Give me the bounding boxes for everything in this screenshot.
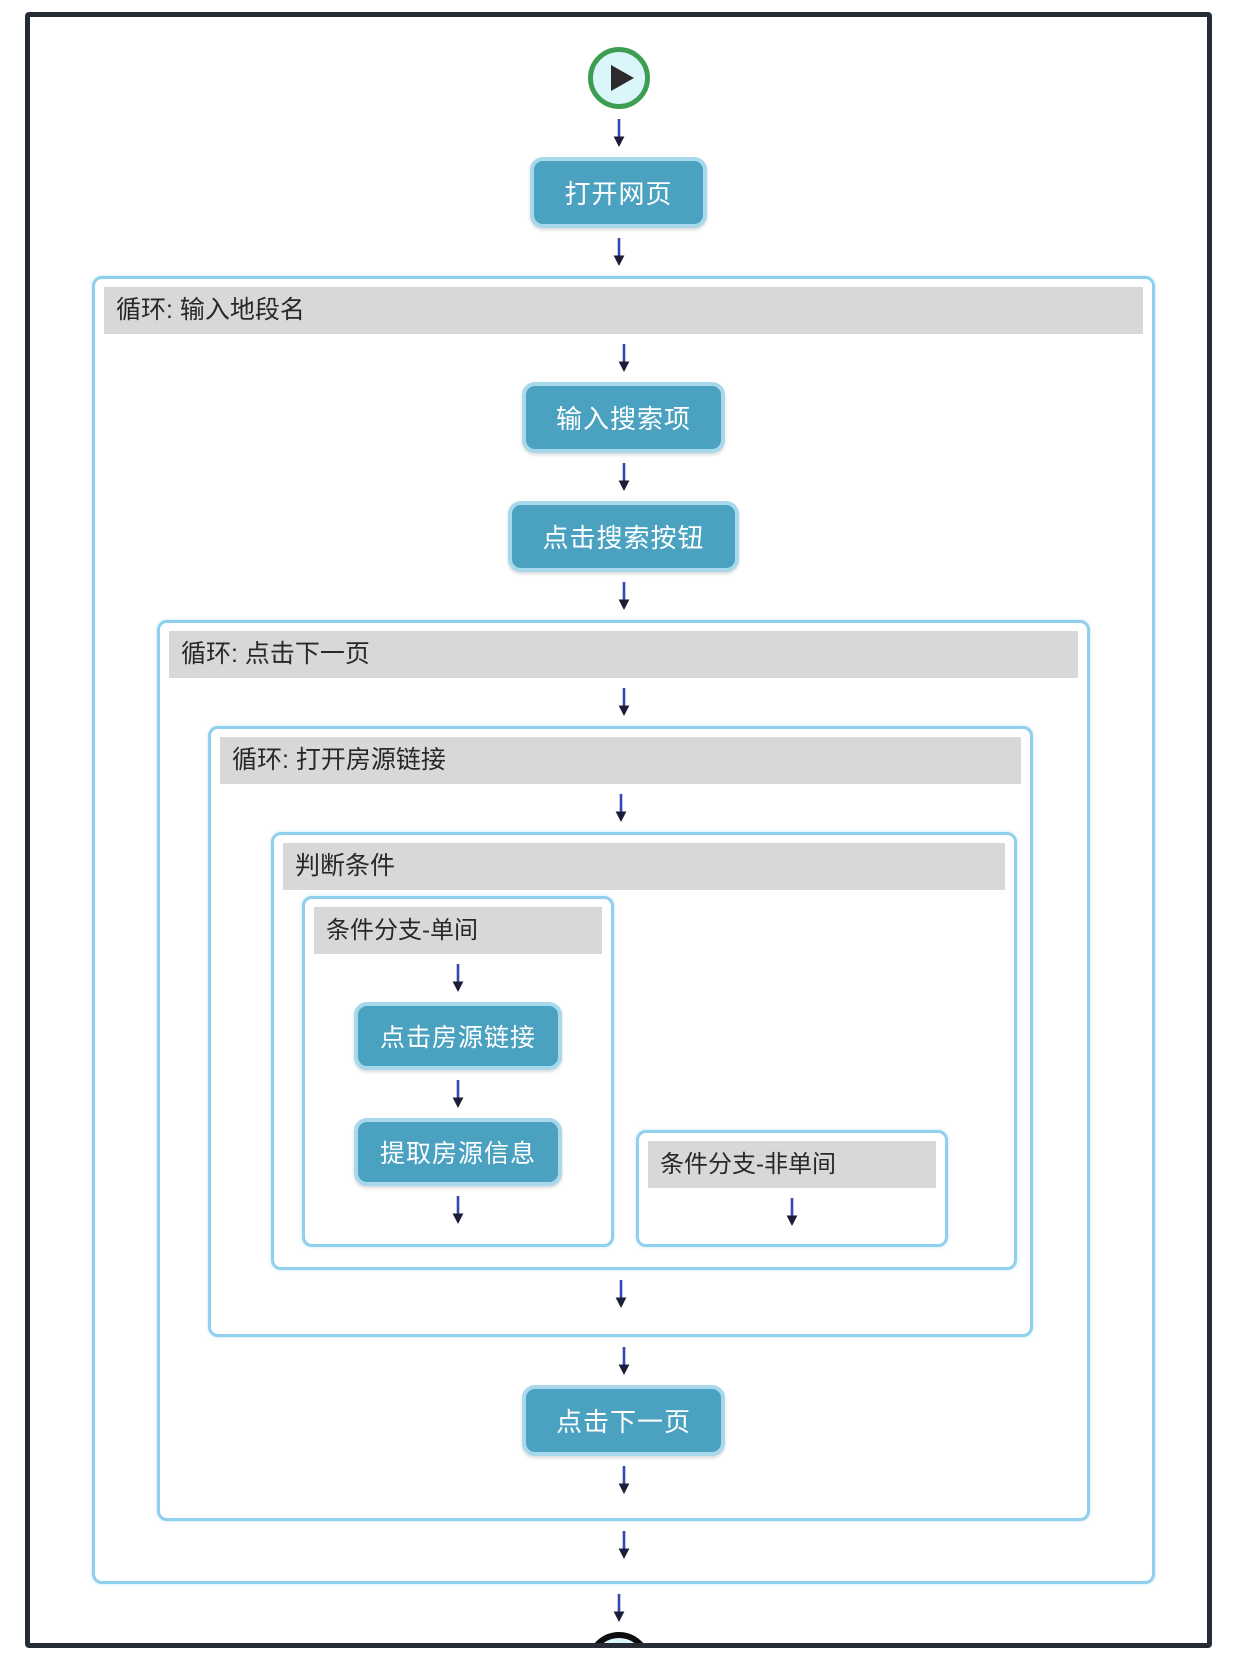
- step-click-listing-link[interactable]: 点击房源链接: [353, 1002, 562, 1070]
- condition-container: 判断条件 条件分支-单间 点击房源链接 提取房源信息: [271, 832, 1017, 1270]
- down-arrow-icon: [783, 1197, 801, 1227]
- down-arrow-icon: [610, 237, 628, 267]
- down-arrow-icon: [615, 581, 633, 611]
- down-arrow-icon: [615, 1465, 633, 1495]
- down-arrow-icon: [449, 1195, 467, 1225]
- down-arrow-icon: [615, 1346, 633, 1376]
- end-node[interactable]: [586, 1632, 651, 1643]
- branch-single-room-header[interactable]: 条件分支-单间: [314, 907, 602, 954]
- branch-non-single-room: 条件分支-非单间: [636, 1130, 948, 1247]
- loop-container-open-listing-links: 循环: 打开房源链接 判断条件 条件分支-单间 点击房源链接 提取房源信息: [208, 726, 1033, 1337]
- workflow-canvas: 打开网页 循环: 输入地段名 输入搜索项 点击搜索按钮 循环: 点击下一页 循环…: [25, 12, 1212, 1648]
- down-arrow-icon: [615, 687, 633, 717]
- down-arrow-icon: [612, 793, 630, 823]
- branch-non-single-room-header[interactable]: 条件分支-非单间: [648, 1141, 936, 1188]
- step-input-search[interactable]: 输入搜索项: [521, 382, 725, 453]
- down-arrow-icon: [615, 343, 633, 373]
- loop-header-open-listing-links[interactable]: 循环: 打开房源链接: [220, 737, 1021, 784]
- branch-single-room: 条件分支-单间 点击房源链接 提取房源信息: [302, 896, 614, 1247]
- down-arrow-icon: [612, 1279, 630, 1309]
- condition-branches: 条件分支-单间 点击房源链接 提取房源信息 条件分支-非单间: [302, 896, 948, 1247]
- step-click-search[interactable]: 点击搜索按钮: [508, 501, 739, 572]
- step-open-webpage[interactable]: 打开网页: [530, 157, 707, 228]
- play-icon: [610, 65, 634, 91]
- down-arrow-icon: [615, 462, 633, 492]
- step-click-next-page[interactable]: 点击下一页: [521, 1385, 725, 1456]
- down-arrow-icon: [615, 1530, 633, 1560]
- down-arrow-icon: [610, 1593, 628, 1623]
- loop-header-input-area[interactable]: 循环: 输入地段名: [104, 287, 1143, 334]
- loop-container-click-next-page: 循环: 点击下一页 循环: 打开房源链接 判断条件 条件分支-单间 点击房源链接: [157, 620, 1090, 1521]
- loop-header-click-next-page[interactable]: 循环: 点击下一页: [169, 631, 1078, 678]
- condition-header[interactable]: 判断条件: [283, 843, 1005, 890]
- start-node[interactable]: [587, 47, 650, 109]
- loop-container-input-area: 循环: 输入地段名 输入搜索项 点击搜索按钮 循环: 点击下一页 循环: 打开房…: [92, 276, 1155, 1584]
- step-extract-listing-info[interactable]: 提取房源信息: [353, 1118, 562, 1186]
- down-arrow-icon: [449, 1079, 467, 1109]
- down-arrow-icon: [610, 118, 628, 148]
- down-arrow-icon: [449, 963, 467, 993]
